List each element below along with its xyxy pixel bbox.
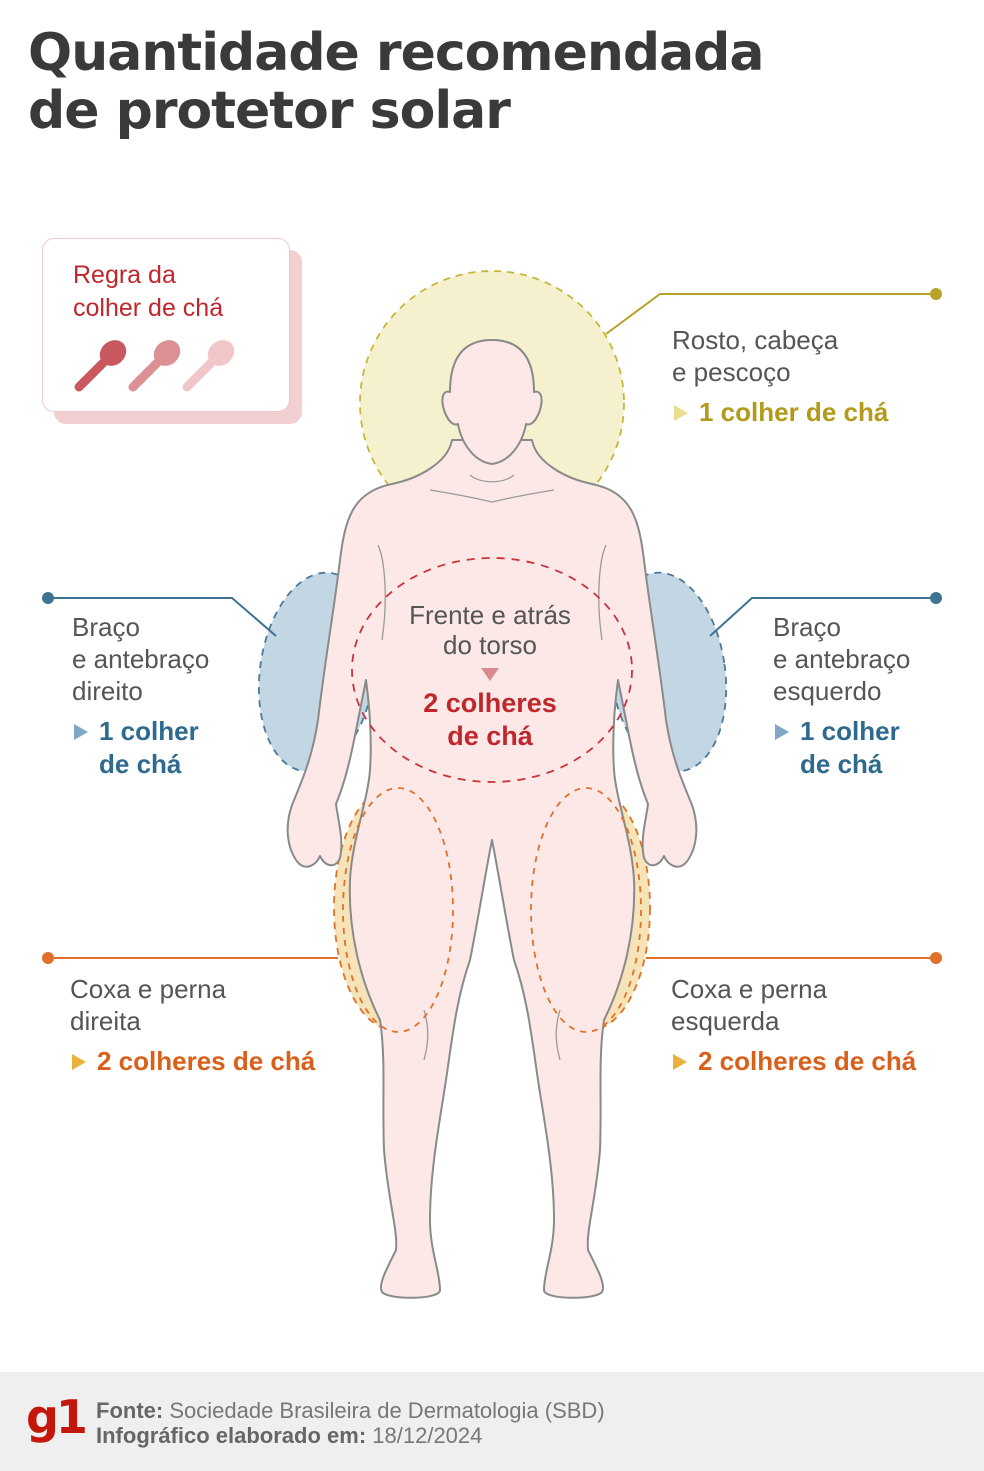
left-leg-label: Coxa e perna esquerda 2 colheres de chá xyxy=(671,973,916,1078)
right-leg-amount-text: 2 colheres de chá xyxy=(97,1046,316,1076)
right-arm-desc-line-1: Braço xyxy=(72,612,140,642)
title-line-2: de protetor solar xyxy=(28,81,511,141)
teaspoon-rule-card: Regra da colher de chá xyxy=(42,238,290,412)
left-arm-desc-line-2: e antebraço xyxy=(773,644,911,674)
left-leg-description: Coxa e perna esquerda xyxy=(671,973,916,1037)
left-leg-desc-line-2: esquerda xyxy=(671,1006,780,1036)
date-label: Infográfico elaborado em: xyxy=(96,1423,367,1448)
right-arm-desc-line-3: direito xyxy=(72,676,143,706)
torso-amount-line-1: 2 colheres xyxy=(423,688,557,718)
right-arm-amount-line-1: 1 colher xyxy=(99,716,199,746)
source-label: Fonte: xyxy=(96,1398,164,1423)
head-leader-dot xyxy=(930,288,942,300)
right-arm-label: Braço e antebraço direito 1 colher de ch… xyxy=(72,611,209,781)
body-outline xyxy=(286,339,698,1299)
left-arm-leader-line xyxy=(709,597,936,637)
triangle-down-icon xyxy=(481,668,499,681)
spoon-icon-light xyxy=(182,340,235,392)
left-arm-amount-line-2: de chá xyxy=(800,749,883,779)
left-arm-label: Braço e antebraço esquerdo 1 colher de c… xyxy=(773,611,910,781)
torso-amount-line-2: de chá xyxy=(447,721,533,751)
head-amount-text: 1 colher de chá xyxy=(699,397,889,427)
torso-zone xyxy=(351,557,633,783)
spoon-icon-dark xyxy=(74,340,127,392)
card-title: Regra da colher de chá xyxy=(73,259,223,325)
left-arm-description: Braço e antebraço esquerdo xyxy=(773,611,910,707)
left-arm-amount: 1 colher de chá xyxy=(773,715,910,781)
left-leg-amount-text: 2 colheres de chá xyxy=(698,1046,917,1076)
left-arm-desc-line-3: esquerdo xyxy=(773,676,882,706)
head-description: Rosto, cabeça e pescoço xyxy=(672,324,888,388)
left-arm-amount-line-1: 1 colher xyxy=(800,716,900,746)
right-arm-leader-dot xyxy=(42,592,54,604)
date-value: 18/12/2024 xyxy=(372,1423,483,1448)
right-leg-desc-line-2: direita xyxy=(70,1006,141,1036)
left-leg-desc-line-1: Coxa e perna xyxy=(671,974,828,1004)
right-arm-amount: 1 colher de chá xyxy=(72,715,209,781)
head-amount: 1 colher de chá xyxy=(672,396,888,429)
torso-desc-line-2: do torso xyxy=(443,630,537,660)
page-title: Quantidade recomendada de protetor solar xyxy=(28,23,764,141)
spoon-icon-medium xyxy=(128,340,181,392)
right-thigh-outline xyxy=(342,787,454,1033)
torso-amount: 2 colheres de chá xyxy=(380,687,600,753)
right-arm-description: Braço e antebraço direito xyxy=(72,611,209,707)
right-leg-label: Coxa e perna direita 2 colheres de chá xyxy=(70,973,315,1078)
left-leg-amount: 2 colheres de chá xyxy=(671,1045,916,1078)
left-arm-desc-line-1: Braço xyxy=(773,612,841,642)
right-arm-amount-line-2: de chá xyxy=(99,749,182,779)
footer: g1 Fonte: Sociedade Brasileira de Dermat… xyxy=(0,1372,984,1471)
torso-label: Frente e atrás do torso 2 colheres de ch… xyxy=(380,600,600,753)
card-title-line-1: Regra da xyxy=(73,261,176,289)
head-desc-line-1: Rosto, cabeça xyxy=(672,325,839,355)
head-desc-line-2: e pescoço xyxy=(672,357,791,387)
head-label: Rosto, cabeça e pescoço 1 colher de chá xyxy=(672,324,888,429)
left-thigh-outline xyxy=(530,787,642,1033)
right-leg-amount: 2 colheres de chá xyxy=(70,1045,315,1078)
right-leg-desc-line-1: Coxa e perna xyxy=(70,974,227,1004)
source-credits: Fonte: Sociedade Brasileira de Dermatolo… xyxy=(96,1398,605,1448)
torso-desc-line-1: Frente e atrás xyxy=(409,600,571,630)
spoon-icons xyxy=(74,340,235,392)
right-arm-desc-line-2: e antebraço xyxy=(72,644,210,674)
g1-logo: g1 xyxy=(26,1390,88,1444)
triangle-right-icon xyxy=(775,724,789,740)
triangle-right-icon xyxy=(673,1054,687,1070)
left-leg-leader-dot xyxy=(930,952,942,964)
triangle-right-icon xyxy=(72,1054,86,1070)
triangle-right-icon xyxy=(74,724,88,740)
right-leg-leader-dot xyxy=(42,952,54,964)
card-title-line-2: colher de chá xyxy=(73,294,224,322)
torso-description: Frente e atrás do torso xyxy=(380,600,600,660)
right-leg-description: Coxa e perna direita xyxy=(70,973,315,1037)
source-value: Sociedade Brasileira de Dermatologia (SB… xyxy=(169,1398,605,1423)
triangle-right-icon xyxy=(674,405,688,421)
source-line: Fonte: Sociedade Brasileira de Dermatolo… xyxy=(96,1398,605,1423)
left-arm-leader-dot xyxy=(930,592,942,604)
date-line: Infográfico elaborado em: 18/12/2024 xyxy=(96,1423,605,1448)
head-leader-line xyxy=(605,293,936,335)
body-illustration xyxy=(42,270,942,1299)
right-arm-leader-line xyxy=(48,597,277,637)
title-line-1: Quantidade recomendada xyxy=(28,23,764,83)
